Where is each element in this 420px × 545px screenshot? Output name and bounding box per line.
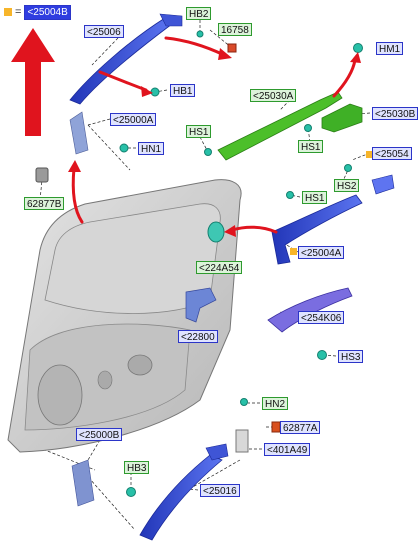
label-hs2[interactable]: HS2	[334, 179, 360, 192]
cover-254k06	[267, 287, 353, 333]
legend: = <25004B	[4, 4, 71, 20]
label-hs1-a[interactable]: HS1	[186, 125, 212, 138]
label-62877b[interactable]: 62877B	[24, 197, 65, 210]
door-shell	[7, 179, 242, 453]
label-hb3[interactable]: HB3	[124, 461, 150, 474]
cap-224a54	[207, 221, 225, 243]
arrow-to-16758	[164, 36, 226, 57]
label-25000b[interactable]: <25000B	[76, 428, 123, 441]
lower-rail-25016	[139, 454, 223, 541]
label-16758[interactable]: 16758	[218, 23, 252, 36]
label-25030a[interactable]: <25030A	[250, 89, 297, 102]
label-hb2[interactable]: HB2	[186, 7, 212, 20]
fasteners	[119, 30, 363, 497]
label-224a54[interactable]: <224A54	[196, 261, 243, 274]
marker-25004a	[290, 248, 297, 255]
label-62877a[interactable]: 62877A	[280, 421, 321, 434]
big-up-arrow	[11, 28, 55, 136]
arrow-to-224a54	[230, 225, 278, 234]
label-hn2[interactable]: HN2	[262, 397, 289, 410]
arrow-to-hb1	[98, 70, 148, 92]
label-25030b[interactable]: <25030B	[372, 107, 419, 120]
label-25000a[interactable]: <25000A	[110, 113, 157, 126]
marker-25054	[366, 151, 373, 158]
bracket-25030a	[217, 91, 343, 161]
label-hs1-c[interactable]: HS1	[302, 191, 328, 204]
latch-62877b	[35, 167, 49, 183]
legend-orange-marker	[4, 8, 12, 16]
legend-ref-label[interactable]: <25004B	[24, 4, 71, 20]
label-hn1[interactable]: HN1	[138, 142, 165, 155]
bracket-25030b	[321, 103, 363, 133]
center-rail-25004a	[271, 194, 363, 265]
label-25054[interactable]: <25054	[372, 147, 412, 160]
label-25006[interactable]: <25006	[84, 25, 124, 38]
label-254k06[interactable]: <254K06	[298, 311, 345, 324]
lower-roller-25000b	[71, 459, 95, 507]
label-25004a[interactable]: <25004A	[298, 246, 345, 259]
arrow-up-from-door	[71, 166, 84, 224]
legend-equals: =	[15, 6, 22, 18]
door-window-opening	[44, 203, 221, 314]
door-speaker-cutout	[37, 364, 83, 426]
roller-bracket-25000a	[69, 111, 89, 155]
arrow-to-hm1	[332, 58, 357, 98]
arrow-heads	[68, 48, 361, 237]
label-25016[interactable]: <25016	[200, 484, 240, 497]
label-hm1[interactable]: HM1	[376, 42, 404, 55]
label-401a49[interactable]: <401A49	[264, 443, 311, 456]
label-22800[interactable]: <22800	[178, 330, 218, 343]
bracket-401a49	[235, 429, 249, 453]
roller-assembly-22800	[185, 287, 217, 323]
label-hb1[interactable]: HB1	[170, 84, 196, 97]
label-hs3[interactable]: HS3	[338, 350, 364, 363]
label-hs1-b[interactable]: HS1	[298, 140, 324, 153]
